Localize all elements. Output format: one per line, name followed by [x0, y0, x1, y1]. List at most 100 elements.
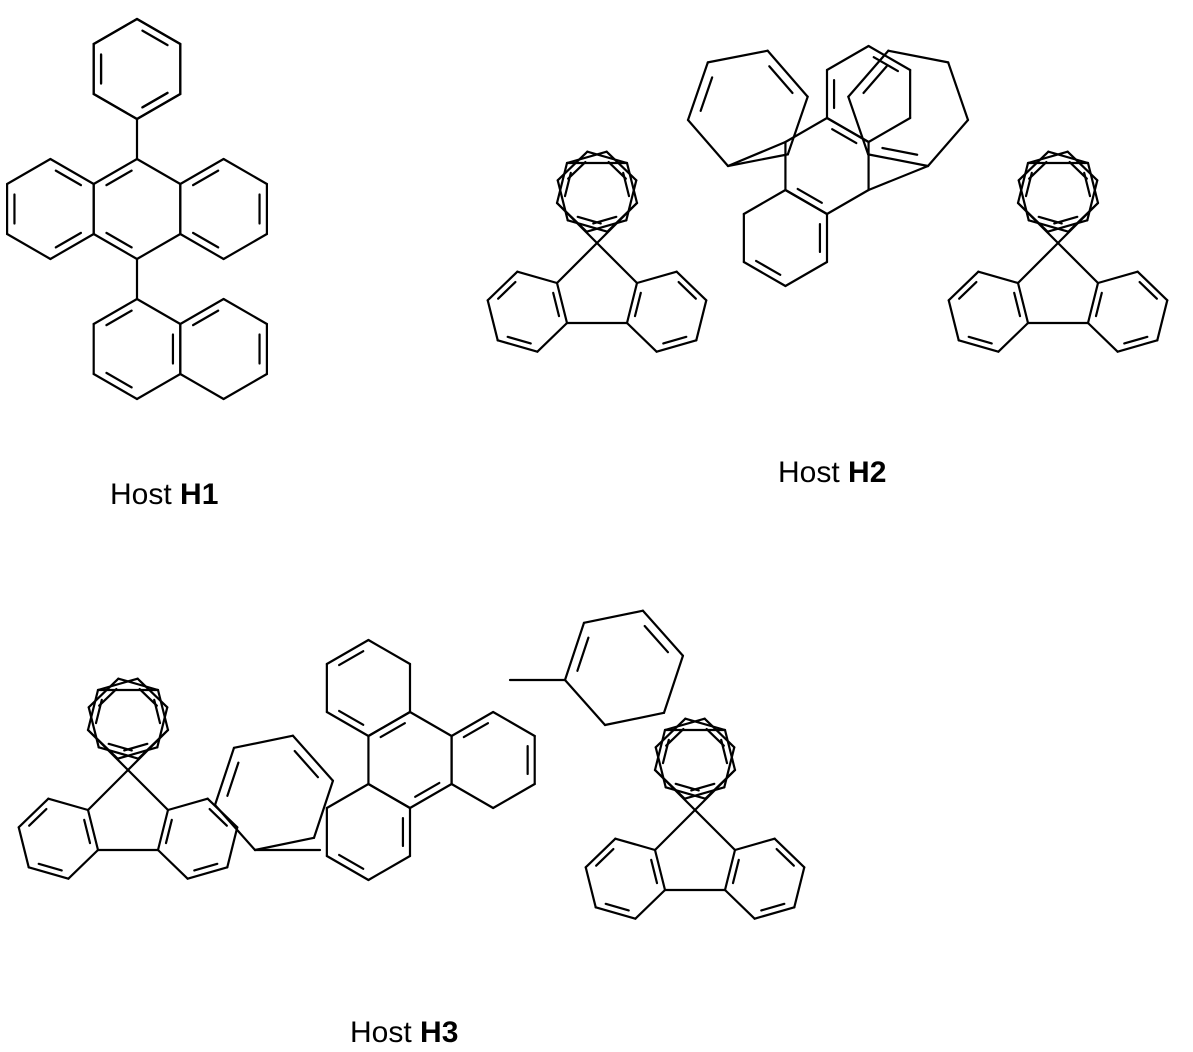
ring-bond: [224, 234, 267, 259]
double-bond-line: [721, 740, 727, 763]
double-bond-line: [1014, 293, 1020, 316]
double-bond-line: [733, 860, 739, 883]
double-bond-line: [227, 763, 238, 796]
double-bond-line: [29, 809, 46, 826]
double-bond-line: [106, 171, 131, 186]
double-bond-line: [56, 233, 81, 248]
ring-bond: [488, 272, 518, 301]
ring-bond: [708, 51, 768, 63]
ring-bond: [1118, 340, 1158, 351]
ring-bond: [137, 159, 180, 184]
ring-bond: [768, 51, 808, 97]
double-bond-line: [464, 723, 488, 737]
ring-bond: [89, 679, 119, 708]
ring-bond: [488, 300, 498, 340]
double-bond-line: [193, 233, 218, 248]
ring-bond: [517, 272, 557, 283]
double-bond-line: [295, 751, 318, 777]
ring-bond: [1068, 152, 1098, 181]
ring-bond: [327, 784, 369, 808]
ring-bond: [888, 51, 948, 63]
molecule-h2: [488, 46, 1168, 352]
double-bond-line: [193, 311, 218, 326]
double-bond-line: [56, 171, 81, 186]
ring-bond: [928, 120, 968, 166]
ring-bond: [558, 152, 588, 181]
caption-host-h3: Host H3: [350, 1018, 458, 1048]
double-bond-line: [193, 171, 218, 186]
double-bond-line: [109, 744, 132, 751]
ring-bond: [1157, 300, 1167, 340]
ring-bond: [615, 839, 655, 850]
ring-bond: [137, 299, 180, 324]
ring-bond: [493, 784, 535, 808]
ring-bond: [664, 656, 683, 713]
ring-bond: [1087, 180, 1097, 220]
ring-bond: [7, 234, 50, 259]
ring-bond: [19, 799, 49, 828]
ring-bond: [677, 272, 707, 301]
double-bond-line: [84, 820, 90, 843]
ring-bond: [1019, 180, 1029, 220]
ring-bond: [19, 827, 29, 867]
ring-bond: [827, 190, 869, 214]
ring-bond: [688, 120, 728, 166]
ring-bond: [744, 190, 786, 214]
ring-bond: [959, 340, 999, 351]
caption-code: H3: [420, 1016, 458, 1049]
spiro-bond: [128, 770, 168, 810]
ring-bond: [978, 272, 1018, 283]
spiro-bond: [88, 770, 128, 810]
ring-bond: [137, 234, 180, 259]
double-bond-line: [194, 864, 217, 871]
spiro-bond: [1018, 243, 1058, 283]
caption-prefix: Host: [350, 1016, 412, 1049]
ring-bond: [775, 839, 805, 868]
ring-bond: [138, 679, 168, 708]
ring-bond: [368, 856, 410, 880]
ring-bond: [215, 748, 234, 805]
ring-bond: [688, 62, 708, 120]
double-bond-line: [761, 904, 784, 911]
single-bond: [869, 166, 928, 190]
double-bond-line: [339, 711, 363, 725]
caption-code: H1: [180, 478, 218, 511]
ring-bond: [48, 799, 88, 810]
double-bond-line: [578, 217, 601, 224]
ring-bond: [94, 94, 137, 119]
double-bond-line: [154, 700, 160, 723]
ring-bond: [498, 340, 538, 351]
ring-bond: [635, 890, 665, 919]
double-bond-line: [166, 820, 172, 843]
ring-bond: [89, 707, 99, 747]
double-bond-line: [210, 809, 227, 826]
ring-bond: [565, 623, 584, 680]
double-bond-line: [106, 373, 131, 388]
ring-bond: [537, 323, 567, 352]
spiro-bond: [655, 810, 695, 850]
caption-prefix: Host: [778, 456, 840, 489]
double-bond-line: [777, 849, 794, 866]
double-bond-line: [959, 282, 976, 299]
ring-bond: [868, 154, 928, 166]
double-bond-line: [106, 233, 131, 248]
ring-bond: [180, 374, 223, 399]
ring-bond: [657, 340, 697, 351]
ring-bond: [728, 154, 788, 166]
double-bond-line: [1140, 282, 1157, 299]
ring-bond: [7, 159, 50, 184]
double-bond-line: [39, 864, 62, 871]
ring-bond: [137, 374, 180, 399]
double-bond-line: [623, 173, 629, 196]
ring-bond: [452, 784, 494, 808]
double-bond-line: [701, 77, 713, 110]
double-bond-line: [679, 282, 696, 299]
double-bond-line: [882, 148, 917, 155]
ring-bond: [234, 736, 293, 748]
spiro-bond: [597, 243, 637, 283]
ring-bond: [584, 611, 643, 623]
double-bond-line: [663, 337, 686, 344]
double-bond-line: [1029, 162, 1046, 179]
double-bond-line: [769, 66, 792, 93]
